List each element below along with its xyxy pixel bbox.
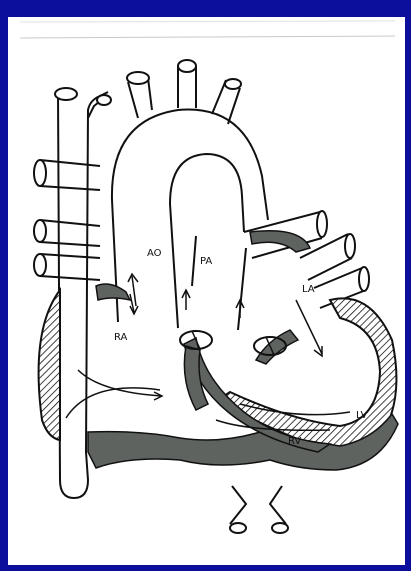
right-pulmonary-veins (34, 160, 100, 280)
svc-opening (55, 88, 77, 100)
label-ao: AO (147, 248, 162, 259)
scan-line (20, 36, 395, 38)
label-ra: RA (114, 332, 128, 343)
label-la: LA (302, 284, 315, 295)
right-atrium-wall (39, 290, 60, 440)
label-lv: LV (356, 410, 367, 421)
mitral-leaflet (256, 330, 298, 364)
label-pa: PA (200, 256, 212, 267)
label-rv: RV (288, 436, 301, 447)
scan-line (20, 21, 395, 22)
aortic-arch (112, 60, 268, 328)
iliac-right (272, 523, 288, 533)
iliac-left (230, 523, 246, 533)
left-atrium-roof (250, 231, 310, 252)
azygos-opening (97, 95, 111, 105)
descending-aorta (230, 486, 286, 524)
crista (96, 284, 130, 300)
pulmonary-artery (192, 211, 327, 330)
left-ventricle-wall (218, 298, 396, 450)
left-pulmonary-veins (300, 234, 369, 308)
